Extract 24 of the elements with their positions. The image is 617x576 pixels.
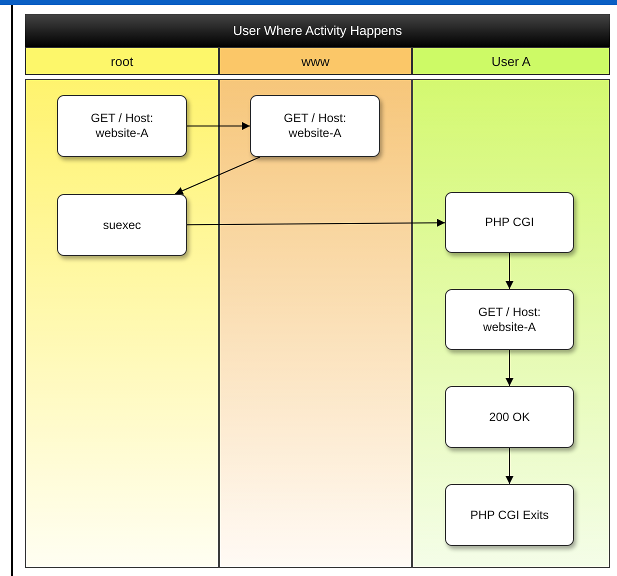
- process-box: [445, 192, 574, 253]
- box-label: GET / Host: website-A: [90, 111, 154, 141]
- box-label: PHP CGI: [484, 215, 534, 230]
- lane-header: User A: [412, 47, 610, 75]
- process-box: [57, 194, 187, 256]
- lane-header: www: [219, 47, 412, 75]
- box-label: GET / Host: website-A: [477, 304, 542, 334]
- process-box: [250, 95, 380, 157]
- arrow: [186, 218, 446, 227]
- arrow: [506, 350, 514, 386]
- process-box: [445, 386, 574, 448]
- box-label: suexec: [102, 218, 142, 232]
- arrow: [186, 122, 250, 130]
- box-label: PHP CGI Exits: [470, 508, 549, 522]
- arrow: [506, 448, 514, 484]
- arrow: [174, 156, 260, 194]
- process-box: [445, 484, 574, 546]
- arrow: [506, 252, 514, 290]
- process-box: [445, 289, 574, 350]
- diagram-title: User Where Activity Happens: [25, 14, 610, 47]
- lane-header: root: [25, 47, 219, 75]
- box-label: 200 OK: [489, 410, 530, 424]
- box-label: GET / Host: website-A: [282, 111, 348, 141]
- process-box: [57, 95, 187, 157]
